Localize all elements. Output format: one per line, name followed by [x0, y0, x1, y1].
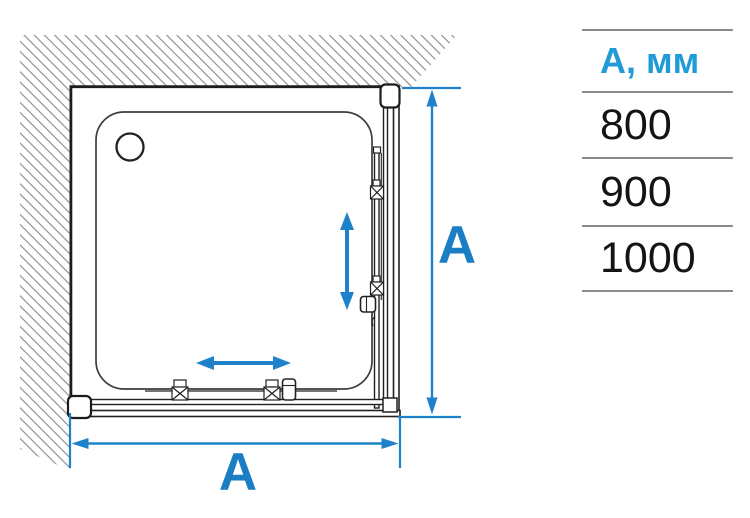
- door-slide-arrow-horizontal: [196, 356, 291, 370]
- bottom-door-roller: [263, 379, 281, 401]
- horizontal-dimension-label: A: [219, 443, 257, 502]
- right-door-handle: [359, 295, 377, 313]
- drain-icon: [115, 132, 145, 162]
- horizontal-dimension: [68, 413, 402, 468]
- bottom-door-roller: [171, 379, 189, 401]
- wall-hatching: [20, 35, 457, 470]
- right-fixed-glass-panel: [382, 104, 389, 409]
- vertical-dimension: [398, 86, 461, 419]
- size-value: 1000: [600, 234, 696, 282]
- bottom-right-corner-joint: [382, 397, 398, 413]
- shower-tray: [95, 111, 373, 390]
- table-row: 1000: [582, 225, 733, 292]
- size-value: 900: [600, 167, 672, 216]
- right-wall-profile: [392, 88, 400, 416]
- door-slide-arrow-vertical: [340, 212, 354, 310]
- table-row: 900: [582, 157, 733, 225]
- table-row: 800: [582, 91, 733, 157]
- size-value: 800: [600, 100, 672, 149]
- size-table-header-row: А, мм: [582, 29, 733, 91]
- right-door-roller: [369, 275, 385, 296]
- bottom-left-corner-bracket: [66, 394, 93, 420]
- bottom-sliding-door-glass: [85, 398, 397, 406]
- bottom-door-knob: [281, 378, 297, 401]
- top-right-corner-bracket: [379, 83, 401, 109]
- bottom-track-profile: [69, 409, 401, 418]
- size-table-header: А, мм: [600, 40, 700, 81]
- right-door-hook: [371, 316, 376, 327]
- vertical-dimension-label: A: [438, 216, 476, 275]
- right-door-top-bracket: [372, 146, 382, 154]
- size-table: А, мм 800 900 1000: [582, 29, 733, 292]
- right-door-roller: [369, 179, 385, 200]
